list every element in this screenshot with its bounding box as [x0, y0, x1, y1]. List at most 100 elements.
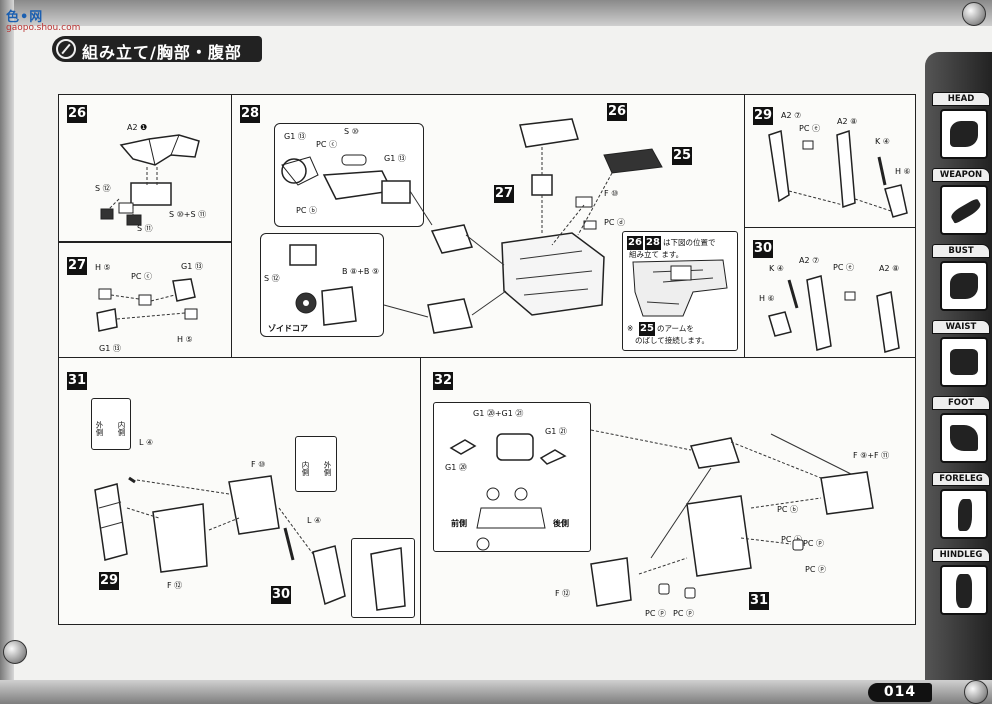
page-title: 組み立て/胸部・腹部	[82, 43, 242, 62]
bolt-icon	[964, 680, 988, 704]
part-label: K ④	[769, 264, 784, 273]
part-label: K ④	[875, 137, 890, 146]
inner-side-label: 内側	[117, 421, 126, 436]
foot-icon	[940, 413, 988, 463]
part-label: G1 ⑬	[181, 262, 203, 271]
step-27-illustration	[96, 278, 198, 332]
step-reference: 25	[639, 322, 655, 336]
step-29-panel: 29 A2 ⑦ PC ⓔ A2 ⑧ K ④ H ⑥	[744, 94, 916, 228]
part-label: G1 ⑬	[99, 344, 121, 353]
weapon-icon	[940, 185, 988, 235]
part-label: F ⑨+F ⑪	[853, 451, 890, 460]
zoid-core-label: ゾイドコア	[268, 324, 308, 333]
section-tab-foot[interactable]: FOOT	[932, 396, 990, 470]
note-text: のばして接続します。	[635, 336, 710, 345]
tab-label: WAIST	[932, 320, 990, 334]
note-text: は下図の位置で	[663, 238, 716, 247]
part-label: PC ⓔ	[799, 124, 820, 133]
step-number: 28	[240, 105, 260, 123]
rear-side-label: 後側	[553, 519, 569, 528]
step-reference: 28	[645, 236, 661, 250]
step-reference: 31	[749, 592, 769, 610]
part-label: PC ⓒ	[316, 140, 337, 149]
step-30-panel: 30 K ④ A2 ⑦ PC ⓔ A2 ⑧ H ⑥	[744, 227, 916, 358]
orientation-box: 内側 外側	[295, 436, 337, 492]
head-icon	[940, 109, 988, 159]
step-reference: 30	[271, 586, 291, 604]
part-label: F ⑫	[555, 589, 571, 598]
tab-label: HINDLEG	[932, 548, 990, 562]
part-label: PC ⓟ	[645, 609, 666, 618]
part-label: F ⑩	[251, 460, 266, 469]
part-label: A2 ⑧	[837, 117, 858, 126]
foreleg-icon	[940, 489, 988, 539]
waist-icon	[940, 337, 988, 387]
step-reference: 26	[627, 236, 643, 250]
step-32-panel: 32 G1 ⑳+G1 ㉑ G1 ⑳ G1 ㉑ 前側 後側 F ⑨+F ⑪ PC …	[420, 357, 916, 625]
tab-label: FORELEG	[932, 472, 990, 486]
top-metal-band	[0, 0, 992, 26]
part-label: PC ⓑ	[781, 535, 802, 544]
bolt-icon	[962, 2, 986, 26]
note-mark: ※	[627, 324, 634, 333]
section-tab-waist[interactable]: WAIST	[932, 320, 990, 394]
part-label: A2 ❶	[127, 123, 148, 132]
part-label: B ⑧+B ⑨	[342, 267, 380, 276]
step-31-illustration	[94, 475, 406, 611]
bottom-metal-band	[0, 680, 992, 704]
site-watermark: 色•网 gaopo.shou.com	[6, 6, 80, 33]
part-label: PC ⓑ	[296, 206, 317, 215]
tab-label: WEAPON	[932, 168, 990, 182]
part-label: H ⑥	[895, 167, 911, 176]
part-label: H ⑥	[759, 294, 775, 303]
section-tab-hindleg[interactable]: HINDLEG	[932, 548, 990, 622]
step-26-illustration	[100, 134, 200, 226]
step-28-panel: 28 G1 ⑬ PC ⓒ S ⑩ G1 ⑬ PC ⓑ S ⑫ B ⑧+B ⑨ ゾ…	[231, 94, 745, 358]
tab-label: HEAD	[932, 92, 990, 106]
left-metal-band	[0, 0, 14, 704]
title-bar	[52, 36, 262, 62]
part-label: G1 ⑳+G1 ㉑	[473, 409, 524, 418]
part-label: G1 ⑬	[384, 154, 406, 163]
section-tab-weapon[interactable]: WEAPON	[932, 168, 990, 242]
part-label: S ⑫	[264, 274, 280, 283]
step-29-illustration	[768, 129, 908, 218]
position-note-box: 26 28 は下図の位置で 組み立て ます。 ※ 25 のアームを のばして接続…	[622, 231, 738, 351]
part-label: H ⑤	[177, 335, 193, 344]
part-label: S ⑫	[95, 184, 111, 193]
part-label: F ⑩	[604, 189, 619, 198]
step-reference: 25	[672, 147, 692, 165]
part-label: S ⑩	[344, 127, 359, 136]
part-label: PC ⓔ	[833, 263, 854, 272]
bolt-icon	[3, 640, 27, 664]
note-text: のアームを	[657, 324, 694, 333]
part-label: G1 ⑳	[445, 463, 467, 472]
step-reference: 26	[607, 103, 627, 121]
step-number: 29	[753, 107, 773, 125]
part-label: PC ⓑ	[777, 505, 798, 514]
position-diagram	[632, 259, 728, 317]
zoid-core-box	[260, 233, 384, 337]
part-label: PC ⓟ	[805, 565, 826, 574]
section-tab-bust[interactable]: BUST	[932, 244, 990, 318]
tab-label: FOOT	[932, 396, 990, 410]
step-number: 31	[67, 372, 87, 390]
part-label: A2 ⑧	[879, 264, 900, 273]
inner-side-label: 内側	[301, 461, 310, 476]
part-label: PC ⓓ	[604, 218, 625, 227]
step-27-panel: 27 H ⑤ PC ⓒ G1 ⑬ G1 ⑬ H ⑤	[58, 242, 232, 358]
front-side-label: 前側	[451, 519, 467, 528]
step-reference: 29	[99, 572, 119, 590]
section-tab-foreleg[interactable]: FORELEG	[932, 472, 990, 546]
part-label: S ⑪	[137, 224, 153, 233]
part-label: PC ⓟ	[803, 539, 824, 548]
part-label: PC ⓟ	[673, 609, 694, 618]
step-reference: 27	[494, 185, 514, 203]
step-number: 26	[67, 105, 87, 123]
watermark-text: 色•网	[6, 10, 44, 25]
part-label: A2 ⑦	[781, 111, 802, 120]
section-tab-head[interactable]: HEAD	[932, 92, 990, 166]
page-number: 014	[868, 683, 932, 702]
part-label: S ⑩+S ⑪	[169, 210, 207, 219]
step-number: 32	[433, 372, 453, 390]
